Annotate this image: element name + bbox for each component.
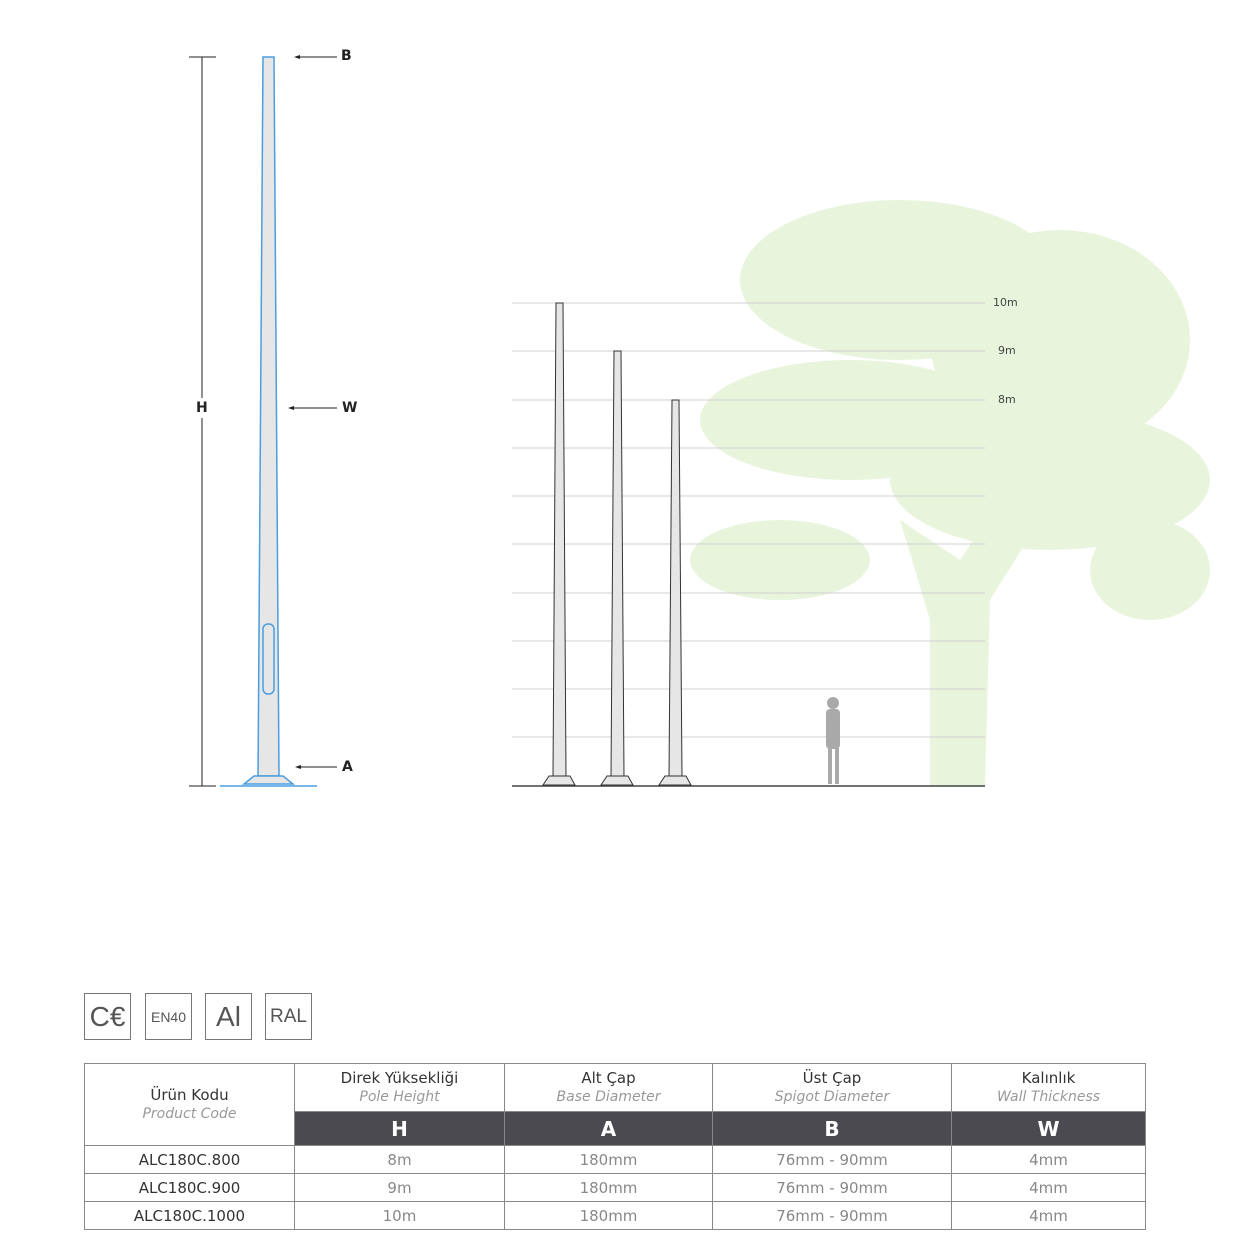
gridlabel-8m: 8m [998, 393, 1016, 406]
aluminium-icon: Al [205, 993, 252, 1040]
table-cell: 180mm [504, 1201, 713, 1230]
base-plate [241, 775, 296, 785]
gridlabel-10m: 10m [993, 296, 1018, 309]
height-gridlines [512, 302, 985, 738]
table-cell: 9m [294, 1173, 505, 1202]
table-cell: 4mm [951, 1145, 1146, 1174]
symbol-a: A [504, 1111, 713, 1146]
height-comparison-drawing [512, 200, 1210, 787]
symbol-b: B [712, 1111, 952, 1146]
label-a: A [342, 759, 353, 775]
table-cell: 76mm - 90mm [712, 1201, 952, 1230]
label-w: W [342, 400, 358, 416]
en40-icon: EN40 [145, 993, 192, 1040]
symbol-h: H [294, 1111, 505, 1146]
table-cell: ALC180C.800 [84, 1145, 295, 1174]
table-cell: ALC180C.900 [84, 1173, 295, 1202]
person-silhouette [826, 697, 840, 784]
table-cell: 180mm [504, 1173, 713, 1202]
table-cell: ALC180C.1000 [84, 1201, 295, 1230]
ral-icon: RAL [265, 993, 312, 1040]
symbol-w: W [951, 1111, 1146, 1146]
label-b: B [341, 48, 352, 64]
table-symbol-row: H A B W [85, 1111, 1146, 1146]
pole-10m [542, 302, 576, 786]
tree-silhouette [690, 200, 1210, 786]
table-cell: 4mm [951, 1173, 1146, 1202]
pole-9m [600, 350, 634, 786]
gridlabel-9m: 9m [998, 344, 1016, 357]
ce-mark-icon: C€ [84, 993, 131, 1040]
table-cell: 4mm [951, 1201, 1146, 1230]
table-cell: 76mm - 90mm [712, 1145, 952, 1174]
table-cell: 76mm - 90mm [712, 1173, 952, 1202]
table-cell: 180mm [504, 1145, 713, 1174]
pole-8m [658, 399, 692, 786]
table-cell: 8m [294, 1145, 505, 1174]
pole-dimension-drawing [189, 55, 337, 787]
label-h: H [196, 400, 208, 416]
table-cell: 10m [294, 1201, 505, 1230]
access-door [262, 623, 275, 695]
